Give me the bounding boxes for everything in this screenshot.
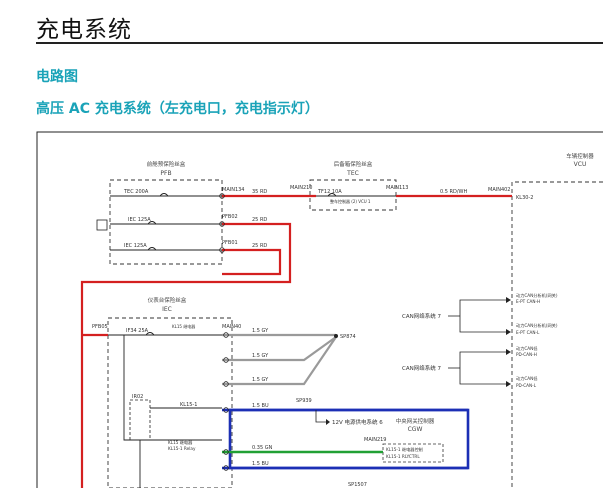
- vcu-code: VCU: [574, 161, 587, 168]
- fuse-symbol-iec125-2: [147, 247, 157, 251]
- label-can-l-1a: 动力CAN分析机(网关): [516, 322, 558, 329]
- relay-ir02: [129, 399, 151, 441]
- wire-15gy-3: [222, 336, 337, 386]
- fuse-symbol-tec200: [159, 193, 169, 197]
- tec-code: TEC: [346, 170, 359, 177]
- tec-label: 后备箱保险丝盒: [334, 160, 373, 168]
- fuse-symbol-if34: [145, 332, 155, 336]
- ground-connector: [96, 219, 108, 231]
- pfb-label: 前舱预保险丝盒: [147, 160, 186, 168]
- page-title: 充电系统: [36, 17, 132, 43]
- label-wire-15gy-1: 1.5 GY: [252, 328, 269, 334]
- tec-block: [309, 179, 397, 211]
- label-wire-15gy-3: 1.5 GY: [252, 377, 269, 383]
- vcu-block: [511, 181, 603, 488]
- label-can-sys-2: CAN网络系统 7: [402, 364, 441, 372]
- label-kl15-relay-a: KL15 继电器: [168, 439, 193, 446]
- diagram-caption: 高压 AC 充电系统（左充电口，充电指示灯）: [36, 101, 319, 117]
- cgw-label: 中央网关控制器: [396, 417, 435, 425]
- wire-15gy-2: [222, 336, 337, 362]
- label-can-sys-1: CAN网络系统 7: [402, 312, 441, 320]
- pfb-code: PFB: [160, 170, 171, 177]
- label-sp874: SP874: [340, 334, 356, 340]
- label-kl15-relay-top: KL15 继电器: [172, 323, 195, 329]
- label-wire-25rd-2: 25 RD: [252, 243, 267, 249]
- label-wire-15gy-2: 1.5 GY: [252, 353, 269, 359]
- terminal-column: [219, 193, 229, 471]
- label-cgw-pin-1: KL15-1 继电器控制: [386, 446, 423, 453]
- vcu-label: 车辆控制器: [566, 152, 594, 160]
- label-wire-15bu-1: 1.5 BU: [252, 403, 269, 409]
- title-divider: [36, 42, 603, 44]
- label-pfb05: PFB05: [92, 324, 108, 330]
- label-can-h-1a: 动力CAN分析机(网关): [516, 292, 558, 299]
- iec-code: IEC: [162, 306, 172, 313]
- label-can-l-2b: PD-CAN-L: [516, 383, 537, 388]
- label-main134: MAIN134: [222, 187, 245, 193]
- arrow-12v: [326, 419, 330, 425]
- label-main-vcu: MAIN402: [488, 187, 511, 193]
- label-ir02: IR02: [132, 394, 143, 400]
- label-can-h-1b: E-PT CAN-H: [516, 299, 540, 304]
- label-wire-35rd: 35 RD: [252, 189, 267, 195]
- label-main40: MAIN40: [222, 324, 241, 330]
- fuse-symbol-tf12: [327, 193, 337, 197]
- label-cgw-pin-2: KL15-1 RLYCTRL: [386, 454, 420, 459]
- label-can-l-1b: E-PT CAN-L: [516, 330, 540, 335]
- wire-25rd-2: [222, 248, 282, 276]
- wire-sp939-tap: [315, 410, 326, 423]
- fuse-symbol-iec125-1: [147, 221, 157, 225]
- label-tf12-sub: 整车控制器 (2) VCU 1: [330, 198, 371, 204]
- can-arrows: [506, 297, 511, 387]
- label-tf12: TF12 10A: [317, 189, 342, 195]
- iec-label: 仪表台保险丝盒: [148, 296, 187, 304]
- label-can-l-2a: 动力CAN低: [516, 375, 538, 382]
- label-sp1507: SP1507: [348, 482, 367, 488]
- splice-sp874: [334, 334, 338, 338]
- label-iec-fuse-2: IEC 125A: [124, 243, 147, 249]
- label-pfb02: PFB02: [222, 214, 238, 220]
- label-pfb01: PFB01: [222, 240, 238, 246]
- label-main113: MAIN113: [386, 185, 409, 191]
- diagram-frame: [36, 131, 603, 492]
- label-wire-035gn: 0.35 GN: [252, 445, 273, 451]
- label-can-h-2b: PD-CAN-H: [516, 352, 537, 357]
- wire-25rd-1: [80, 222, 292, 488]
- label-kl15-relay-b: KL15-1 Relay: [168, 446, 196, 451]
- wire-relay-feed: [123, 335, 222, 441]
- label-main210: MAIN210: [290, 185, 313, 191]
- label-wire-25rd-1: 25 RD: [252, 217, 267, 223]
- label-kl15-1: KL15-1: [180, 402, 197, 408]
- label-iec-fuse-1: IEC 125A: [128, 217, 151, 223]
- label-kl30-2: KL30-2: [516, 195, 533, 201]
- cgw-code: CGW: [408, 426, 423, 433]
- label-wire-15bu-2: 1.5 BU: [252, 461, 269, 467]
- label-sp939: SP939: [296, 398, 312, 404]
- label-if34: IF34 25A: [126, 328, 149, 334]
- iec-block: [107, 317, 233, 489]
- label-main219: MAIN219: [364, 437, 387, 443]
- label-wire-05rdwh: 0.5 RD/WH: [440, 189, 467, 195]
- label-can-h-2a: 动力CAN低: [516, 345, 538, 352]
- section-title: 电路图: [36, 69, 78, 85]
- can-bracket-2: [459, 351, 470, 385]
- label-tec-fuse: TEC 200A: [123, 189, 149, 195]
- can-bracket-1: [459, 299, 470, 333]
- label-power-12v: 12V 电源供电系统 6: [332, 418, 383, 426]
